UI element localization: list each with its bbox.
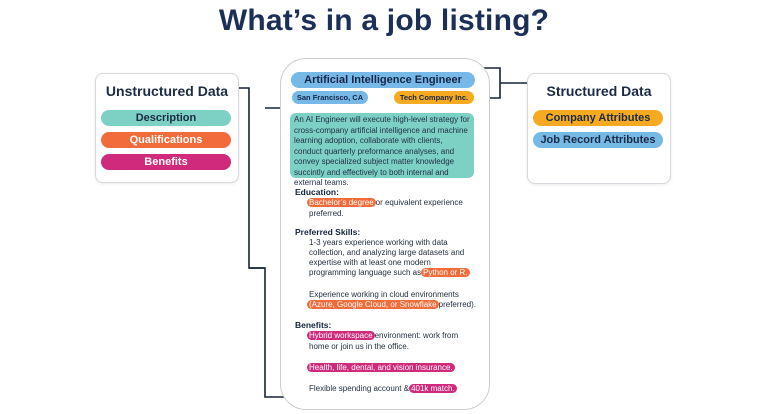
structured-data-card: Structured Data: [527, 73, 671, 184]
hybrid-rest: environment: work from: [374, 331, 459, 340]
job-title-pill: Artificial Intelligence Engineer: [291, 72, 475, 88]
qualifications-pill: Qualifications: [101, 132, 231, 148]
skills-line-1: 1-3 years experience working with data: [309, 238, 448, 247]
skills-heading: Preferred Skills:: [295, 227, 361, 237]
cloud-rest: preferred).: [438, 300, 476, 309]
skills-line-4-text: programming language such as: [309, 268, 422, 277]
company-attributes-pill: Company Attributes: [533, 110, 663, 126]
hybrid-highlight: Hybrid workspace: [307, 331, 375, 340]
benefits-line-2: home or join us in the office.: [309, 342, 409, 351]
skills-line-3: expertise with at least one modern: [309, 258, 431, 267]
cloud-highlight: (Azure, Google Cloud, or Snowflake: [307, 300, 439, 309]
degree-highlight: Bachelor’s degree: [307, 198, 376, 207]
unstructured-data-heading: Unstructured Data: [105, 83, 229, 99]
benefits-heading: Benefits:: [295, 320, 332, 330]
location-tag: San Francisco, CA: [292, 91, 368, 104]
description-pill: Description: [101, 110, 231, 126]
job-description: An AI Engineer will execute high-level s…: [290, 113, 474, 187]
education-rest: or equivalent experience: [375, 198, 463, 207]
insurance-highlight: Health, life, dental, and vision insuran…: [307, 363, 455, 372]
structured-data-heading: Structured Data: [546, 83, 652, 99]
education-line-2: preferred.: [309, 209, 344, 218]
benefits-pill: Benefits: [101, 154, 231, 170]
education-heading: Education:: [295, 187, 339, 197]
insurance-line: Health, life, dental, and vision insuran…: [307, 363, 455, 374]
401k-highlight: 401k match.: [409, 384, 457, 393]
fsa-text: Flexible spending account &: [309, 384, 410, 393]
python-r-highlight: Python or R.: [421, 268, 470, 277]
job-record-attributes-pill: Job Record Attributes: [533, 132, 663, 148]
skills-line-2: collection, and analyzing large datasets…: [309, 248, 465, 257]
page-title: What’s in a job listing?: [218, 4, 550, 37]
cloud-line-1: Experience working in cloud environments: [309, 290, 459, 299]
fsa-line: Flexible spending account &401k match.: [309, 384, 457, 395]
company-tag: Tech Company Inc.: [394, 91, 474, 104]
